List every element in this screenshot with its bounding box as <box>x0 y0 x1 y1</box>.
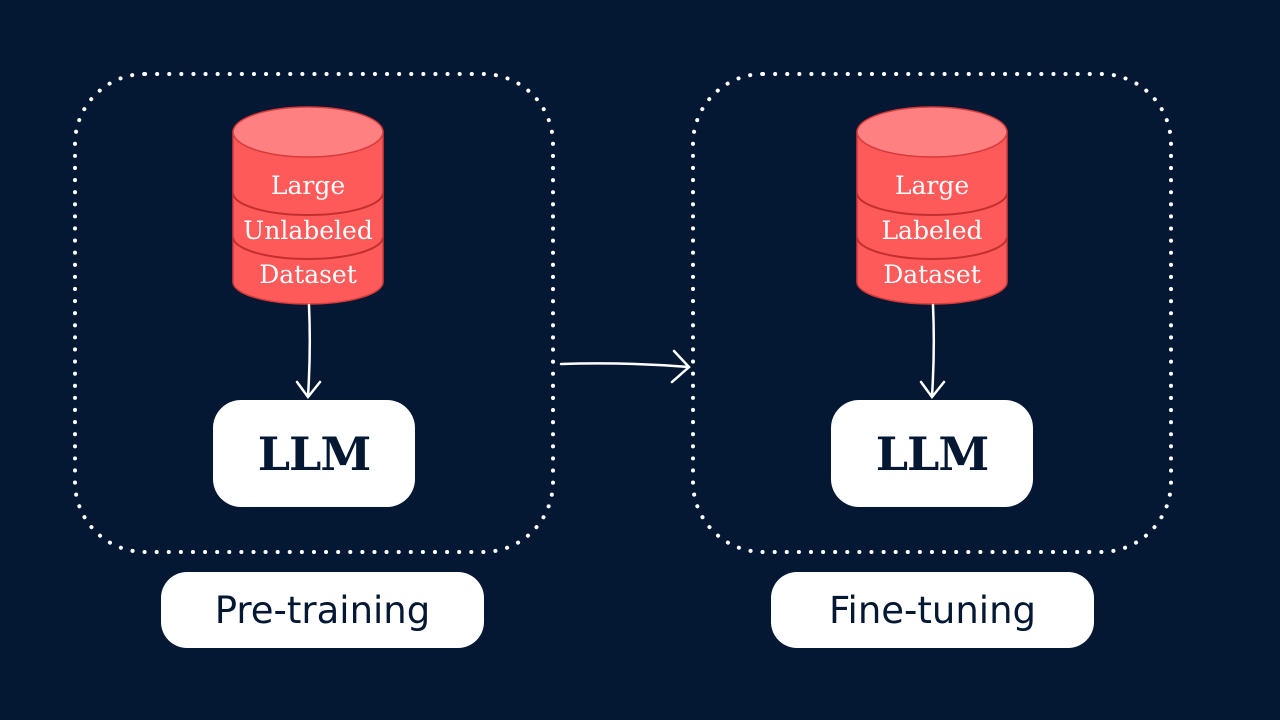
finetuning-llm-box <box>831 400 1033 507</box>
finetuning-frame <box>691 72 1173 554</box>
dataset-to-llm-arrow <box>919 303 946 400</box>
unlabeled-dataset-database-icon: Large Unlabeled Dataset <box>232 106 384 305</box>
llm-label: LLM <box>876 427 989 481</box>
dataset-line-3: Dataset <box>883 260 981 289</box>
dataset-line-1: Large <box>271 171 345 200</box>
stage-transition-arrow <box>559 349 691 384</box>
finetuning-label: Fine-tuning <box>771 572 1094 648</box>
dataset-line-3: Dataset <box>259 260 357 289</box>
llm-label: LLM <box>258 427 371 481</box>
dataset-to-llm-arrow <box>295 303 322 400</box>
labeled-dataset-database-icon: Large Labeled Dataset <box>856 106 1008 305</box>
pretraining-llm-box <box>213 400 415 507</box>
dataset-line-2: Labeled <box>881 216 982 245</box>
pretraining-frame <box>73 72 555 554</box>
dataset-line-2: Unlabeled <box>243 216 373 245</box>
pretraining-label: Pre-training <box>161 572 484 648</box>
dataset-line-1: Large <box>895 171 969 200</box>
